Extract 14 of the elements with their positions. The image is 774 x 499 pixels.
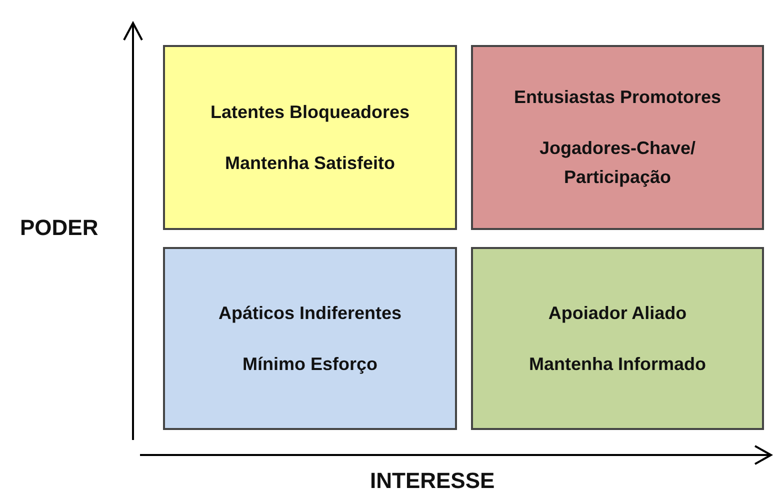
quadrant-box: [471, 247, 764, 430]
quadrant-title: Apoiador Aliado: [547, 302, 688, 325]
axis-label: PODER: [20, 215, 98, 241]
axis-label: INTERESSE: [370, 468, 495, 494]
quadrant-title: Latentes Bloqueadores: [209, 100, 411, 124]
quadrant-box: [163, 45, 457, 230]
strategy-text: Mantenha Satisfeito: [224, 152, 396, 174]
strategy-text: Mantenha Informado: [528, 352, 707, 376]
quadrant-title: Apáticos Indiferentes: [217, 302, 403, 325]
strategy-text: Jogadores-Chave/ Participação: [538, 137, 697, 189]
quadrant-box: [163, 247, 457, 430]
quadrant-box: [471, 45, 764, 230]
quadrant-title: Entusiastas Promotores: [512, 86, 722, 109]
strategy-text: Mínimo Esforço: [241, 352, 378, 376]
